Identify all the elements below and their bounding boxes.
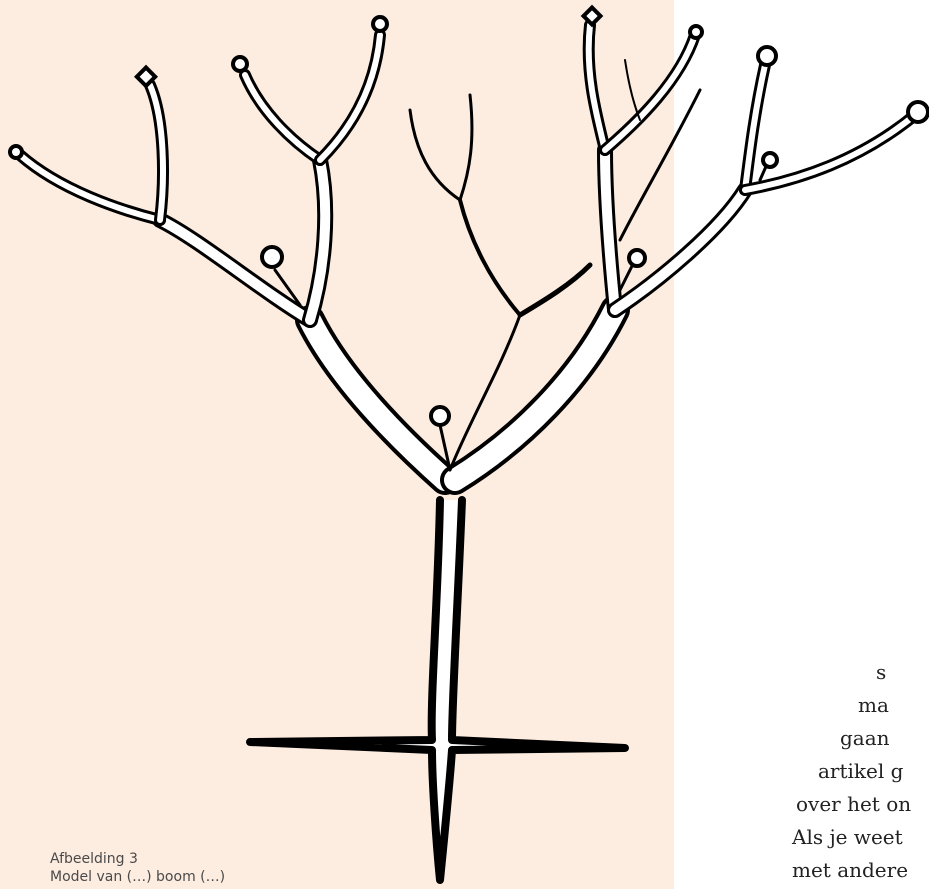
body-text-line: ma <box>858 693 889 717</box>
body-text-line: s <box>876 660 886 684</box>
body-text-line: met andere <box>792 858 908 882</box>
body-text-line: over het on <box>796 792 911 816</box>
body-text-line: artikel g <box>818 759 903 783</box>
body-text-line: Als je weet <box>792 825 903 849</box>
body-text-line: gaan <box>840 726 890 750</box>
